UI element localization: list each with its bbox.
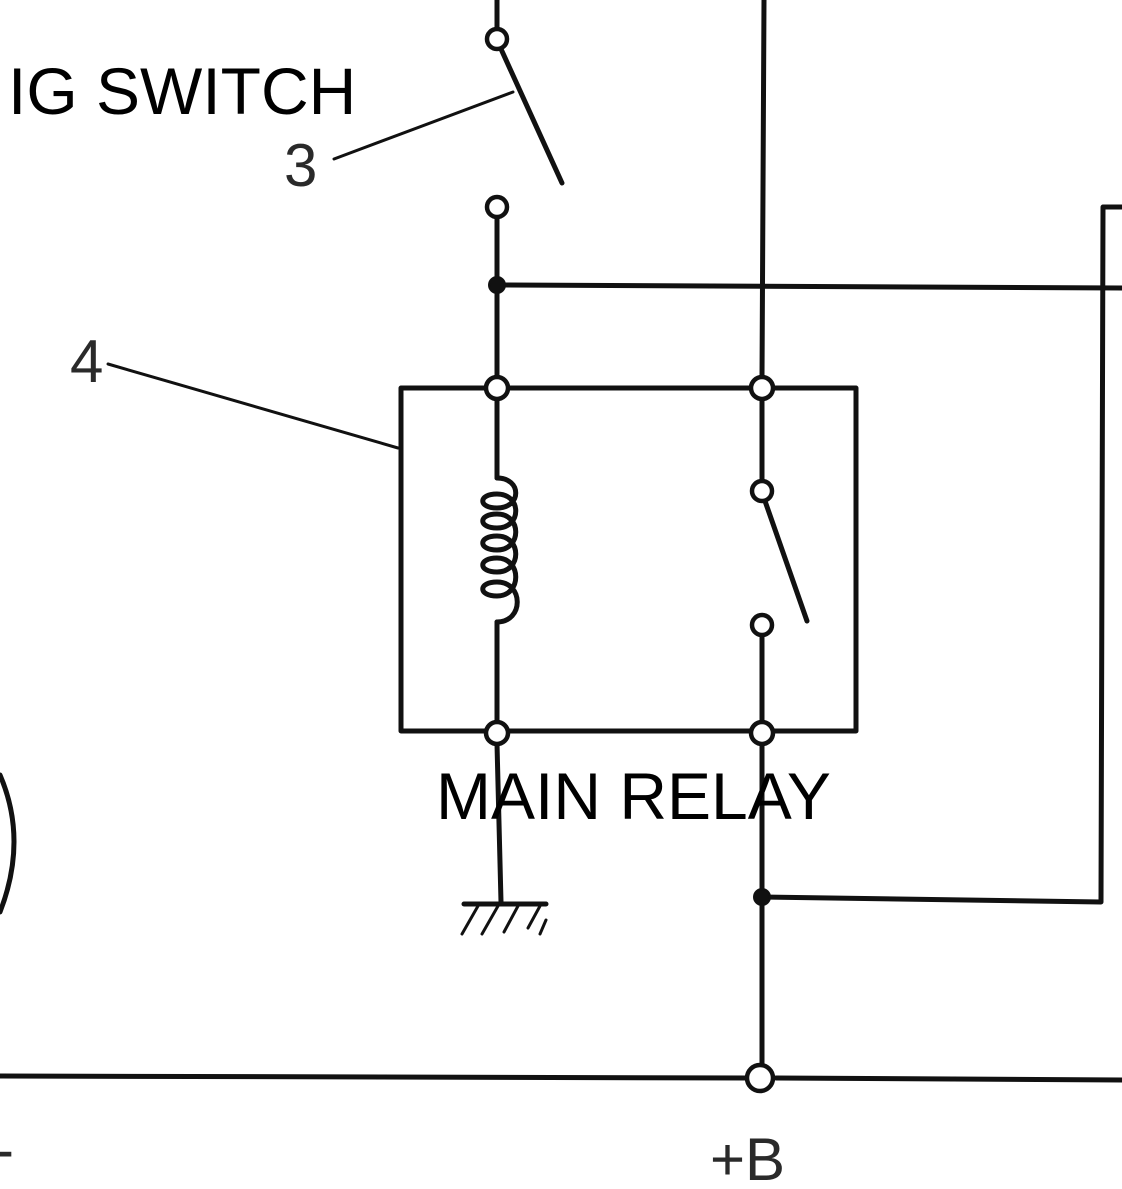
callout-4-leader: [106, 362, 400, 450]
relay-contact-terminal-upper: [749, 478, 775, 504]
junction-ig-feed: [488, 276, 506, 294]
main-relay: [398, 374, 859, 747]
junction-right-loop: [753, 888, 771, 906]
relay-terminal-coil-bottom: [483, 719, 511, 747]
ground-lead-wire: [494, 741, 504, 905]
ground-hatch-2: [480, 904, 500, 936]
ground-hatch-3: [502, 904, 520, 934]
callout-3-leader: [332, 90, 515, 161]
ground-hatch-4: [526, 904, 542, 930]
ig-switch-label: IG SWITCH: [8, 54, 356, 128]
left-component-arc: [0, 772, 17, 915]
relay-coil-winding: [480, 475, 520, 625]
callout-4-label: 4: [70, 328, 103, 395]
plus-b-riser-wire: [759, 0, 767, 380]
ig-switch-terminal-bottom: [484, 194, 510, 220]
ground-hatch-1: [460, 904, 480, 936]
ground-hatch-5: [538, 918, 548, 936]
plus-b-label: +B: [710, 1126, 785, 1189]
bottom-bus-wire: [0, 1073, 751, 1081]
main-relay-housing: [398, 385, 859, 734]
relay-terminal-contact-bottom: [748, 719, 776, 747]
relay-terminal-coil-top: [483, 374, 511, 402]
relay-contact-blade: [762, 498, 810, 624]
relay-terminal-contact-top: [748, 374, 776, 402]
ig-switch: [484, 26, 565, 220]
main-relay-label: MAIN RELAY: [436, 759, 831, 833]
ig-switch-blade: [498, 46, 565, 186]
minus-label: -: [0, 1116, 14, 1183]
bottom-bus-wire-right: [773, 1075, 1122, 1083]
plus-b-terminal: [744, 1062, 776, 1094]
right-loop-wire: [759, 204, 1122, 905]
ig-feed-wire: [494, 282, 1122, 291]
ground-symbol: [460, 901, 549, 936]
callout-3-label: 3: [284, 132, 317, 199]
relay-contact-terminal-lower: [749, 612, 775, 638]
ig-switch-terminal-top: [484, 26, 510, 52]
relay-coil: [480, 475, 520, 625]
relay-contact: [749, 478, 810, 638]
